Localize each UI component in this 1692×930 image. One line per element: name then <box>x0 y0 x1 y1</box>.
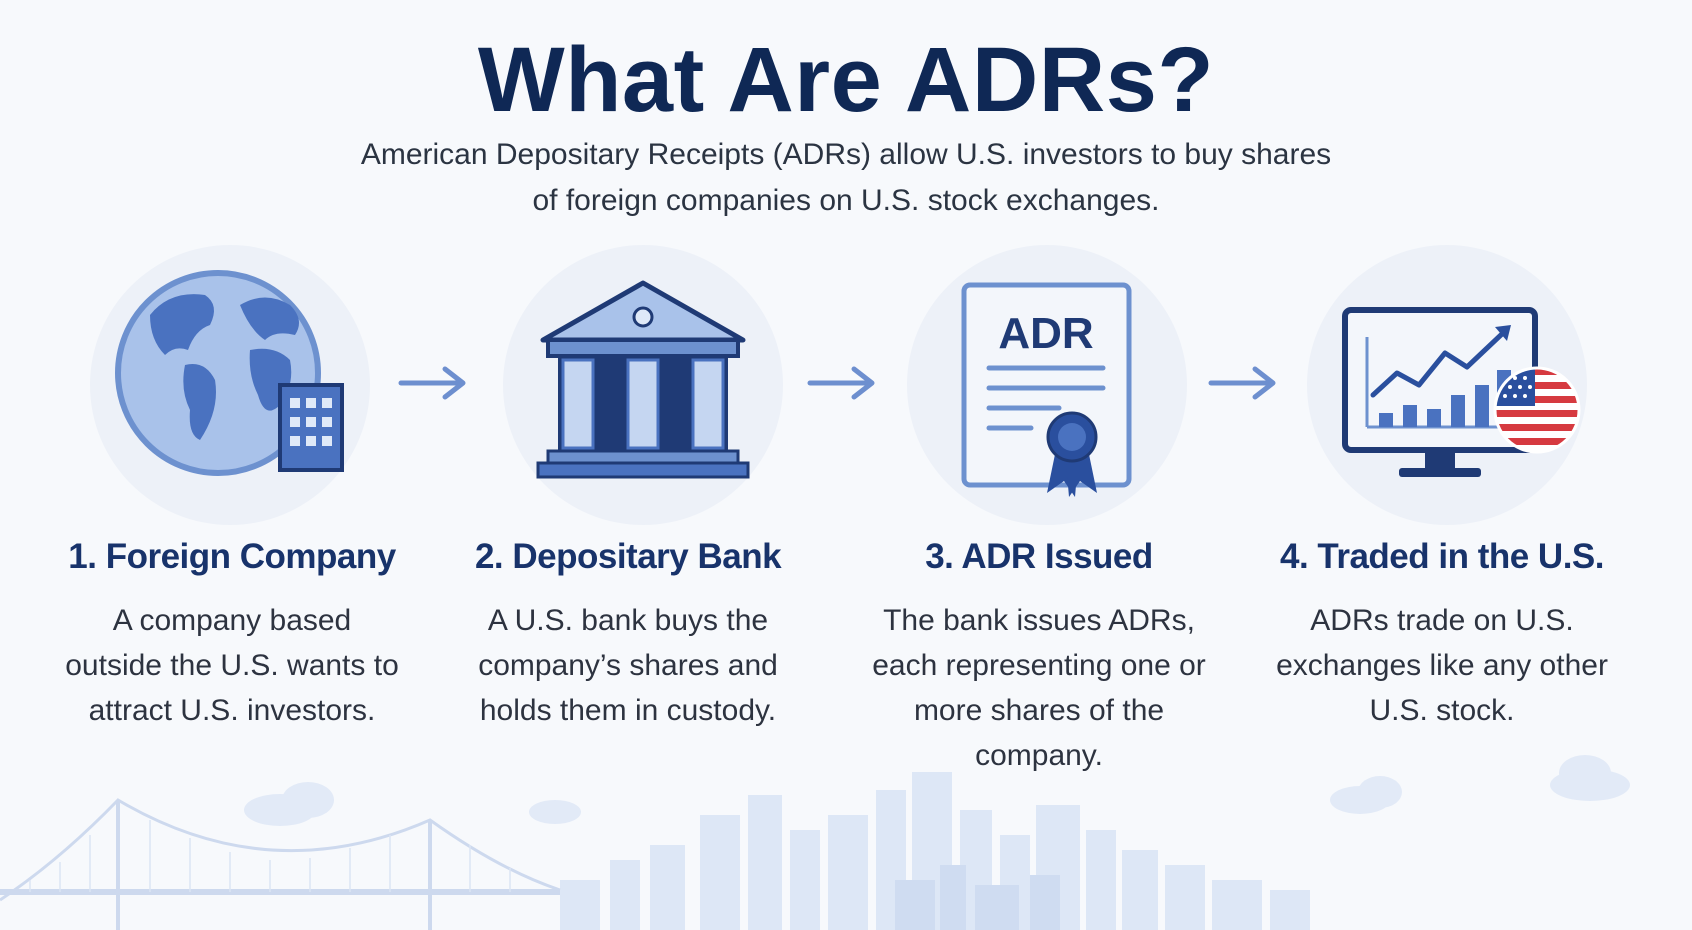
certificate-label: ADR <box>998 309 1093 358</box>
skyline-foreground <box>895 865 1060 930</box>
step-description: ADRs trade on U.S. exchanges like any ot… <box>1276 604 1608 727</box>
globe-with-building-icon <box>115 270 344 476</box>
arrow-right-icon <box>807 366 875 400</box>
clouds <box>244 755 1630 826</box>
skyline-buildings <box>560 772 1310 930</box>
stock-monitor-icon <box>1342 307 1581 477</box>
bank-icon <box>536 280 750 479</box>
step-title: 2. Depositary Bank <box>474 537 782 576</box>
certificate-icon: ADR <box>961 282 1132 497</box>
bridge <box>0 798 561 930</box>
us-flag-icon <box>1495 368 1579 452</box>
step-description: A company based outside the U.S. wants t… <box>65 604 399 727</box>
step-title: 4. Traded in the U.S. <box>1279 537 1605 576</box>
step-title: 3. ADR Issued <box>925 537 1153 576</box>
arrow-right-icon <box>1208 366 1276 400</box>
bridge-cables <box>29 820 511 892</box>
arrow-right-icon <box>398 366 466 400</box>
step-title: 1. Foreign Company <box>68 537 396 576</box>
step-description: The bank issues ADRs, each representing … <box>872 604 1206 772</box>
page-title: What Are ADRs? <box>477 29 1215 131</box>
step-description: A U.S. bank buys the company’s shares an… <box>478 604 778 727</box>
page-subtitle: American Depositary Receipts (ADRs) allo… <box>360 138 1332 217</box>
